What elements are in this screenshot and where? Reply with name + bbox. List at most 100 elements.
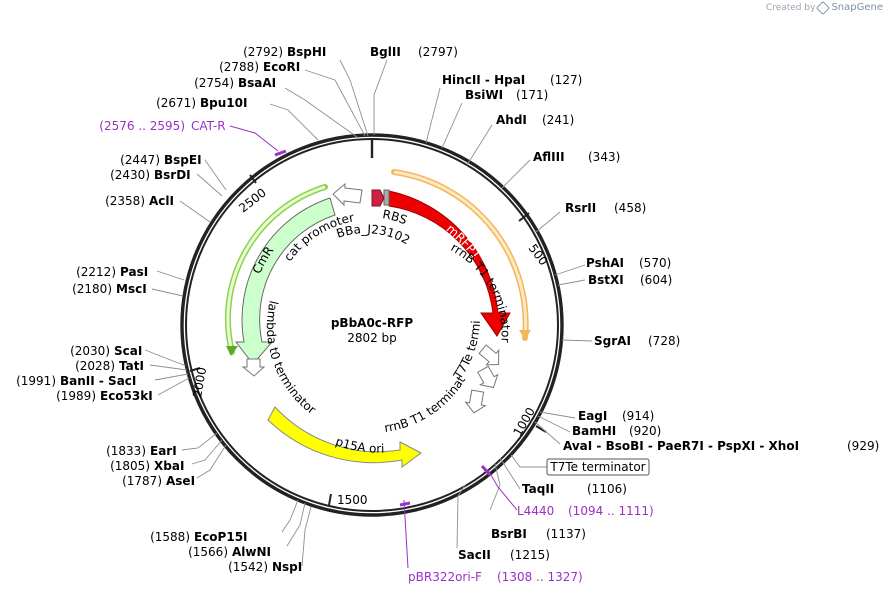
site-pos-sacii: (1215)	[510, 548, 550, 562]
site-pos-bspei: (2447)	[120, 153, 160, 167]
rbs-feature[interactable]	[371, 189, 385, 207]
site-name-acli[interactable]: AclI	[149, 194, 174, 208]
site-pos-avai: (929)	[847, 439, 879, 453]
site-pos-rsrii: (458)	[614, 201, 646, 215]
site-name-ecop15i[interactable]: EcoP15I	[194, 530, 248, 544]
rrnb-t1-bottom-feature[interactable]	[464, 389, 488, 414]
site-name-ahdi[interactable]: AhdI	[496, 113, 527, 127]
snapgene-brand-text: SnapGene	[831, 2, 883, 13]
site-name-bsrbi[interactable]: BsrBI	[491, 527, 527, 541]
site-pos-bsaai: (2754)	[194, 76, 234, 90]
cmr-outline-band-inner	[226, 185, 326, 353]
site-pos-ecori: (2788)	[219, 60, 259, 74]
cmr-outline-arrowhead	[226, 346, 238, 356]
site-pos-xbai: (1805)	[110, 459, 150, 473]
site-pos-bstxi: (604)	[640, 273, 672, 287]
snapgene-credit: Created by SnapGene	[766, 0, 883, 15]
site-name-bspei[interactable]: BspEI	[164, 153, 202, 167]
site-pos-eco53ki: (1989)	[56, 389, 96, 403]
site-name-sgrai[interactable]: SgrAI	[594, 334, 631, 348]
site-name-nspi[interactable]: NspI	[272, 560, 302, 574]
tick-label-2500: 2500	[236, 186, 269, 216]
primer-labels: (2576 .. 2595) CAT-R L4440 (1094 .. 1111…	[99, 119, 653, 584]
site-name-eagi[interactable]: EagI	[578, 409, 607, 423]
t7te-box-label-group[interactable]: T7Te terminator	[510, 454, 650, 476]
primer-name-l4440[interactable]: L4440	[517, 504, 554, 518]
site-pos-banii: (1991)	[16, 374, 56, 388]
site-pos-scai: (2030)	[70, 344, 110, 358]
lambda-t0-feature[interactable]	[241, 358, 266, 377]
site-name-tati[interactable]: TatI	[119, 359, 144, 373]
site-name-bpu10i[interactable]: Bpu10I	[200, 96, 247, 110]
primer-name-cat-r[interactable]: CAT-R	[191, 119, 226, 133]
site-name-taqii[interactable]: TaqII	[522, 482, 554, 496]
site-pos-alwni: (1566)	[188, 545, 228, 559]
site-name-bsphi[interactable]: BspHI	[287, 45, 326, 59]
site-pos-msci: (2180)	[72, 282, 112, 296]
site-name-bsiwi[interactable]: BsiWI	[465, 88, 503, 102]
site-pos-eagi: (914)	[622, 409, 654, 423]
site-pos-pasi: (2212)	[76, 265, 116, 279]
site-name-alwni[interactable]: AlwNI	[232, 545, 271, 559]
site-pos-ahdi: (241)	[542, 113, 574, 127]
site-name-afliii[interactable]: AflIII	[533, 150, 565, 164]
cat-promoter-feature[interactable]	[332, 182, 363, 207]
site-name-bstxi[interactable]: BstXI	[588, 273, 624, 287]
site-pos-sgrai: (728)	[648, 334, 680, 348]
primer-pos-cat-r: (2576 .. 2595)	[99, 119, 185, 133]
rbs-label: RBS	[381, 207, 409, 227]
primer-name-pbr322ori-f[interactable]: pBR322ori-F	[408, 570, 482, 584]
mrfp1-feature[interactable]	[388, 190, 511, 337]
site-name-eco53ki[interactable]: Eco53kI	[100, 389, 153, 403]
site-name-bsrdi[interactable]: BsrDI	[154, 168, 191, 182]
enzyme-labels-right: BglII (2797) HincII - HpaI (127) BsiWI (…	[370, 45, 879, 562]
tick-label-1500: 1500	[337, 493, 368, 507]
site-pos-acli: (2358)	[105, 194, 145, 208]
enzyme-labels-left: (2792) BspHI (2788) EcoRI (2754) BsaAI (…	[16, 45, 326, 574]
site-name-asei[interactable]: AseI	[166, 474, 195, 488]
plasmid-size: 2802 bp	[347, 331, 397, 345]
site-pos-hincii: (127)	[550, 73, 582, 87]
site-pos-ecop15i: (1588)	[150, 530, 190, 544]
primer-leader-lines	[229, 125, 518, 569]
site-name-hincii-hpai[interactable]: HincII - HpaI	[442, 73, 525, 87]
site-name-bamhi[interactable]: BamHI	[572, 424, 616, 438]
site-pos-bsrbi: (1137)	[546, 527, 586, 541]
t7te-feature[interactable]	[474, 364, 502, 392]
site-pos-eari: (1833)	[106, 444, 146, 458]
site-pos-bamhi: (920)	[629, 424, 661, 438]
site-name-bsaai[interactable]: BsaAI	[238, 76, 276, 90]
site-pos-bsphi: (2792)	[243, 45, 283, 59]
site-pos-nspi: (1542)	[228, 560, 268, 574]
primer-marks	[274, 149, 492, 507]
site-leader-lines	[144, 59, 593, 567]
site-pos-bglii: (2797)	[418, 45, 458, 59]
site-name-rsrii[interactable]: RsrII	[565, 201, 596, 215]
site-name-avai-group[interactable]: AvaI - BsoBI - PaeR7I - PspXI - XhoI	[563, 439, 799, 453]
site-name-pshai[interactable]: PshAI	[586, 256, 624, 270]
site-name-xbai[interactable]: XbaI	[154, 459, 184, 473]
primer-pos-pbr322ori-f: (1308 .. 1327)	[497, 570, 583, 584]
site-pos-bsrdi: (2430)	[110, 168, 150, 182]
site-pos-asei: (1787)	[122, 474, 162, 488]
site-name-sacii[interactable]: SacII	[458, 548, 491, 562]
site-name-banii-saci[interactable]: BanII - SacI	[60, 374, 136, 388]
mrfp1-outline-arrowhead	[519, 330, 531, 340]
site-name-pasi[interactable]: PasI	[120, 265, 148, 279]
site-pos-taqii: (1106)	[587, 482, 627, 496]
spacer-marker	[383, 189, 390, 206]
site-pos-bsiwi: (171)	[516, 88, 548, 102]
site-name-ecori[interactable]: EcoRI	[263, 60, 300, 74]
site-name-scai[interactable]: ScaI	[114, 344, 142, 358]
site-pos-pshai: (570)	[639, 256, 671, 270]
rrnb-t1-top-feature[interactable]	[477, 342, 506, 371]
site-name-msci[interactable]: MscI	[116, 282, 147, 296]
site-name-bglii[interactable]: BglII	[370, 45, 401, 59]
site-name-eari[interactable]: EarI	[150, 444, 177, 458]
scale-ticks: 500 1000 1500 2000 2500	[189, 174, 551, 507]
p15a-ori-feature[interactable]	[267, 406, 422, 468]
site-pos-bpu10i: (2671)	[156, 96, 196, 110]
primer-pos-l4440: (1094 .. 1111)	[568, 504, 654, 518]
lambda-t0-label: lambda t0 terminator	[264, 299, 319, 417]
